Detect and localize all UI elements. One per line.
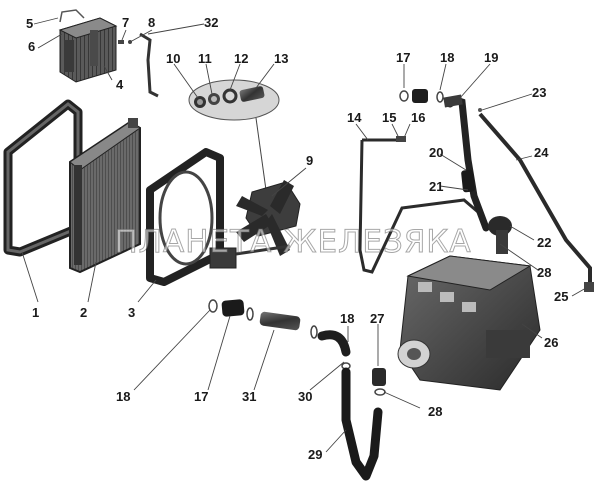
callout-22: 22 bbox=[537, 235, 552, 250]
callout-6: 6 bbox=[28, 39, 36, 54]
callout-31: 31 bbox=[242, 389, 257, 404]
callout-24: 24 bbox=[534, 145, 549, 160]
callout-17-lower: 17 bbox=[194, 389, 209, 404]
callout-7: 7 bbox=[122, 15, 130, 30]
callout-1: 1 bbox=[32, 305, 40, 320]
callout-12: 12 bbox=[234, 51, 249, 66]
small-fittings-7-8 bbox=[118, 40, 132, 44]
fan-assembly bbox=[209, 117, 301, 269]
callout-17-upper: 17 bbox=[396, 50, 411, 65]
callout-8: 8 bbox=[148, 15, 156, 30]
callout-27: 27 bbox=[370, 311, 385, 326]
callout-21: 21 bbox=[429, 179, 444, 194]
callout-19: 19 bbox=[484, 50, 499, 65]
lower-hoses bbox=[208, 299, 386, 481]
callout-18-lower: 18 bbox=[116, 389, 131, 404]
callout-15: 15 bbox=[382, 110, 397, 125]
callout-5: 5 bbox=[26, 16, 34, 31]
callout-25: 25 bbox=[554, 289, 569, 304]
callout-28-upper: 28 bbox=[537, 265, 552, 280]
callout-32: 32 bbox=[204, 15, 219, 30]
callout-4: 4 bbox=[116, 77, 124, 92]
pipe-14 bbox=[358, 136, 479, 274]
callout-9: 9 bbox=[306, 153, 314, 168]
callout-3: 3 bbox=[128, 305, 136, 320]
callout-30: 30 bbox=[298, 389, 313, 404]
callout-20: 20 bbox=[429, 145, 444, 160]
callout-28-lower: 28 bbox=[428, 404, 443, 419]
callout-16: 16 bbox=[411, 110, 426, 125]
callout-14: 14 bbox=[347, 110, 362, 125]
thermostat-housing bbox=[488, 216, 512, 254]
callout-23: 23 bbox=[532, 85, 547, 100]
callout-11: 11 bbox=[198, 51, 212, 66]
callout-18-middle: 18 bbox=[340, 311, 355, 326]
thermostat-group bbox=[188, 79, 280, 121]
callout-13: 13 bbox=[274, 51, 289, 66]
callout-29: 29 bbox=[308, 447, 323, 462]
callout-10: 10 bbox=[166, 51, 181, 66]
callout-2: 2 bbox=[80, 305, 88, 320]
pipe-19-21 bbox=[443, 94, 490, 232]
pipe-24 bbox=[478, 108, 594, 292]
leader-lines bbox=[21, 17, 587, 453]
radiator-frame bbox=[3, 99, 83, 257]
tube-32 bbox=[139, 32, 159, 98]
expansion-tank bbox=[58, 9, 118, 83]
radiator-core bbox=[69, 118, 141, 274]
callout-26: 26 bbox=[544, 335, 559, 350]
engine bbox=[397, 255, 541, 391]
callout-18-upper: 18 bbox=[440, 50, 455, 65]
hose-17-upper bbox=[399, 89, 444, 103]
